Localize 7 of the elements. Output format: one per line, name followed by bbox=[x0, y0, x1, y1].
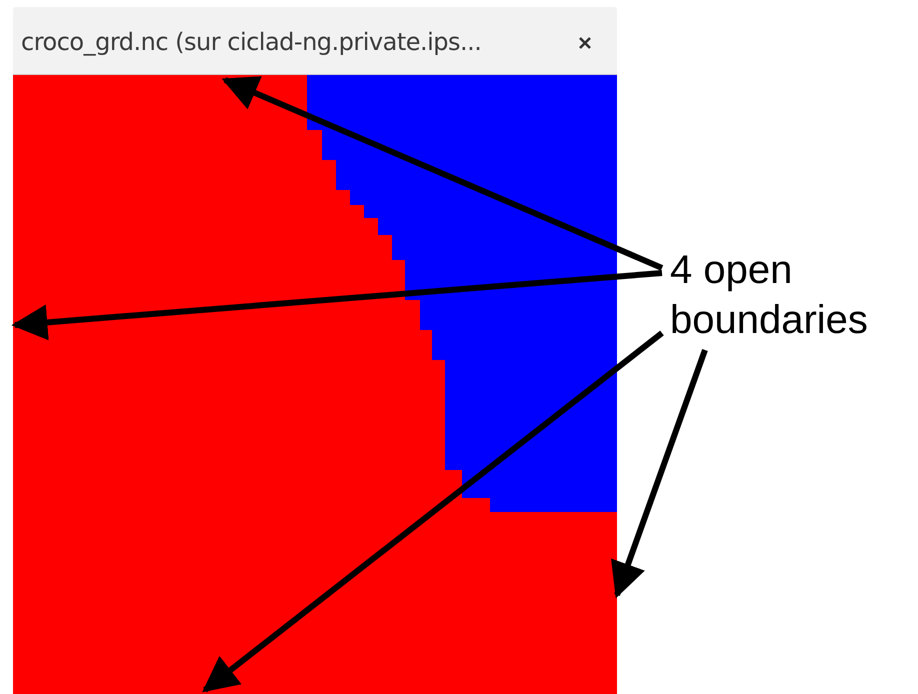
picture bbox=[13, 75, 617, 694]
window-title: croco_grd.nc (sur ciclad-ng.private.ips... bbox=[21, 27, 482, 57]
arrow bbox=[202, 330, 664, 692]
callout-text: 4 open boundaries bbox=[662, 245, 912, 350]
arrow bbox=[11, 270, 662, 340]
arrow bbox=[611, 348, 708, 598]
arrow bbox=[222, 76, 664, 271]
